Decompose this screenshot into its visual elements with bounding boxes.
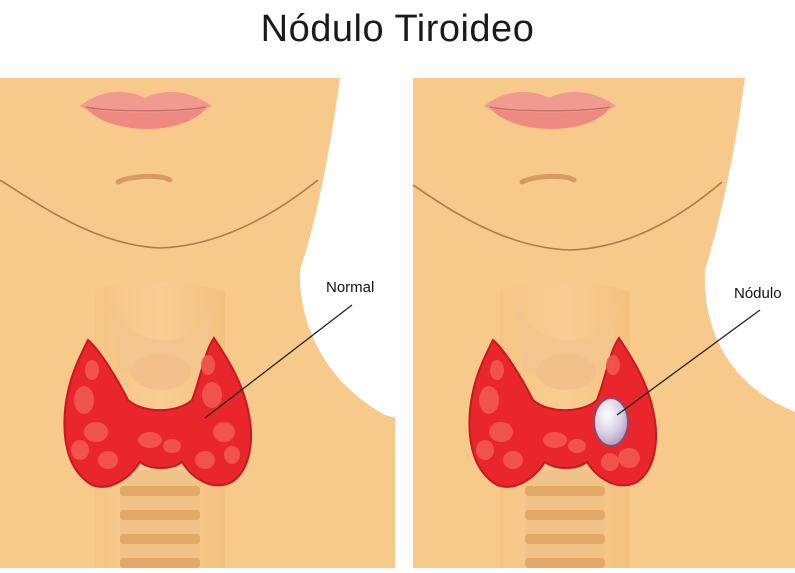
label-nodulo: Nódulo xyxy=(734,285,782,302)
panel-normal xyxy=(0,78,395,568)
panel-nodulo xyxy=(413,78,795,568)
diagram-title: Nódulo Tiroideo xyxy=(0,8,795,51)
nodule xyxy=(594,398,628,446)
label-normal: Normal xyxy=(326,279,374,296)
